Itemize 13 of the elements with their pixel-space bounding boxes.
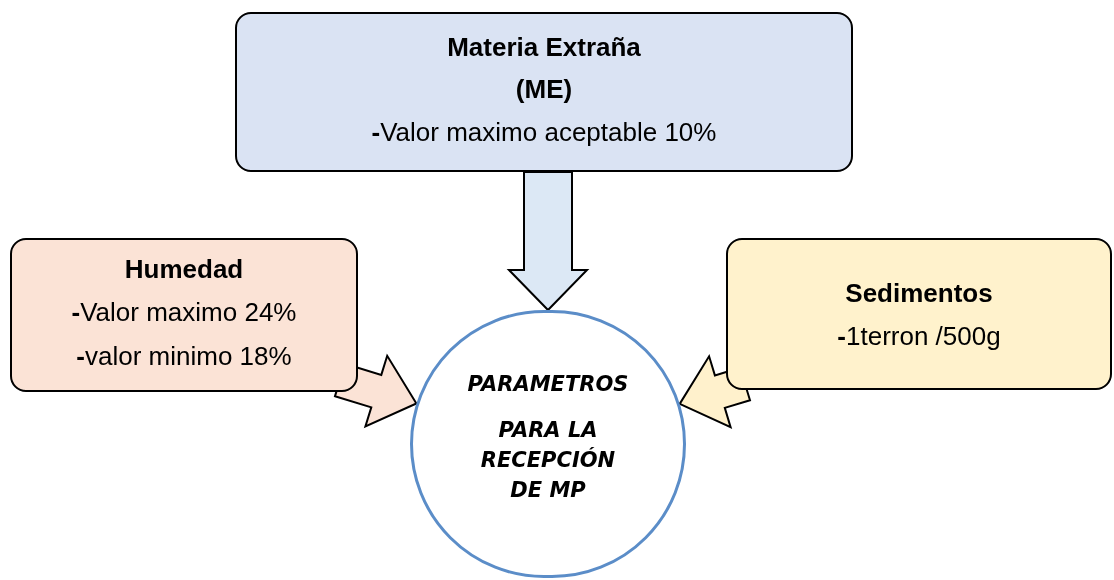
box-text: -1terron /500g <box>837 320 1001 353</box>
rounded-box <box>726 238 1112 390</box>
rounded-box <box>235 12 853 172</box>
box-heading: Sedimentos <box>845 277 993 310</box>
block-arrow <box>506 171 590 312</box>
box-text: -Valor maximo aceptable 10% <box>371 116 717 149</box>
box-text: -valor minimo 18% <box>76 340 292 373</box>
box-heading: Materia Extraña (ME) <box>446 31 642 106</box>
box-heading: Humedad <box>124 253 244 286</box>
rounded-box <box>10 238 358 392</box>
circle-text: PARAMETROS <box>466 371 630 398</box>
circle-text: PARA LA RECEPCIÓN DE MP <box>479 417 617 504</box>
box-text: -Valor maximo 24% <box>71 296 297 329</box>
